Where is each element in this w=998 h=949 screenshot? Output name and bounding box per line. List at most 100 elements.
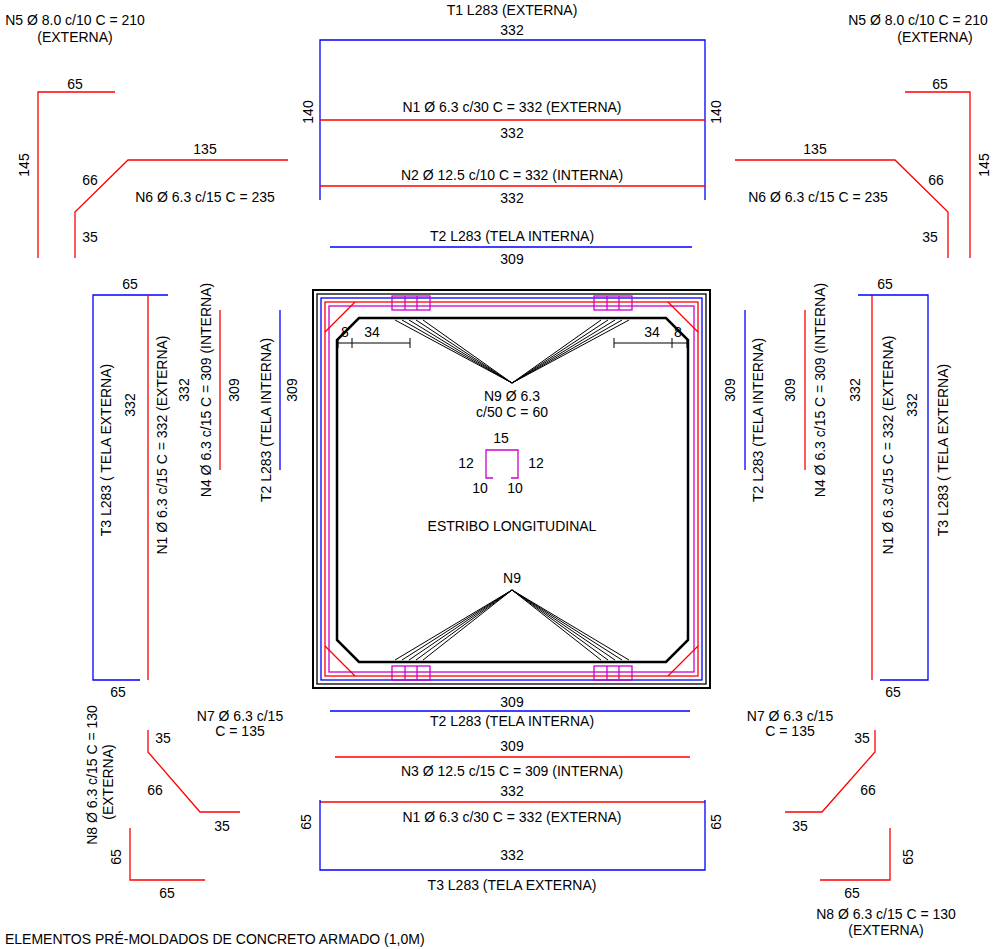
dimension-label: N1 Ø 6.3 c/15 C = 332 (EXTERNA) <box>155 335 169 554</box>
dimension-label: 309 <box>723 378 737 401</box>
dimension-label: 332 <box>500 126 523 140</box>
rebar-n5 <box>905 92 970 258</box>
dimension-label: 12 <box>528 456 544 470</box>
dimension-label: 65 <box>932 77 948 91</box>
rebar-outline <box>325 302 698 676</box>
dimension-label: T3 L283 (TELA EXTERNA) <box>428 878 597 892</box>
rebar-outline <box>329 306 694 672</box>
inner-octagon <box>337 318 688 662</box>
dimension-label: ELEMENTOS PRÉ-MOLDADOS DE CONCRETO ARMAD… <box>5 932 425 946</box>
dimension-label: (EXTERNA) <box>101 744 115 819</box>
n9-fans <box>395 320 629 660</box>
mesh-t3 <box>93 295 168 680</box>
dimension-label: 35 <box>854 731 870 745</box>
dimension-label: 332 <box>848 378 862 401</box>
dimension-label: 66 <box>860 783 876 797</box>
stirrup-blocks <box>392 296 632 680</box>
dimension-label: 65 <box>67 77 83 91</box>
stirrup-block <box>404 666 405 680</box>
dimension-label: 8 <box>341 325 349 339</box>
dimension-line <box>338 338 410 348</box>
dimension-label: N3 Ø 12.5 c/15 C = 309 (INTERNA) <box>401 764 623 778</box>
dimension-label: 65 <box>901 849 915 865</box>
dimension-label: 332 <box>500 23 523 37</box>
mesh-t3 <box>320 800 705 870</box>
dimension-label: 309 <box>285 378 299 401</box>
dimension-label: 309 <box>500 252 523 266</box>
dimension-label: T1 L283 (EXTERNA) <box>447 3 578 17</box>
n9-fan <box>512 590 629 660</box>
dimension-label: 65 <box>122 277 138 291</box>
dimension-label: T2 L283 (TELA INTERNA) <box>430 229 594 243</box>
dimension-label: N1 Ø 6.3 c/30 C = 332 (EXTERNA) <box>402 810 621 824</box>
dimension-label: 145 <box>17 153 31 176</box>
dimension-label: 65 <box>844 886 860 900</box>
dimension-label: 35 <box>792 819 808 833</box>
dimension-label: (EXTERNA) <box>897 30 972 44</box>
dimension-label: 65 <box>109 849 123 865</box>
dimension-label: 10 <box>507 481 523 495</box>
mesh-t2 <box>330 710 690 711</box>
dimension-label: N9 Ø 6.3 <box>484 389 540 403</box>
dimension-label: 8 <box>674 325 682 339</box>
dimension-label: 65 <box>885 685 901 699</box>
dimension-label: N7 Ø 6.3 c/15 <box>197 709 283 723</box>
dimension-label: 140 <box>709 100 723 123</box>
rebar-n1 <box>320 801 705 802</box>
rebar-n8 <box>820 828 890 880</box>
stirrup-block <box>416 666 417 680</box>
stirrup-block <box>606 666 607 680</box>
dimension-label: 135 <box>193 142 216 156</box>
dimension-label: 34 <box>644 325 660 339</box>
dimension-label: N8 Ø 6.3 c/15 C = 130 <box>85 705 99 845</box>
dimension-lines <box>338 338 687 348</box>
dimension-label: N1 Ø 6.3 c/30 C = 332 (EXTERNA) <box>402 100 621 114</box>
stirrup-symbol <box>486 450 518 478</box>
dimension-label: 66 <box>928 173 944 187</box>
mesh-t1 <box>320 40 705 200</box>
stirrup-block <box>392 296 430 310</box>
dimension-label: 309 <box>227 378 241 401</box>
stirrup-block <box>618 666 619 680</box>
dimension-label: 65 <box>299 814 313 830</box>
dimension-label: c/50 C = 60 <box>476 405 548 419</box>
rebar-n6 <box>735 160 948 258</box>
dimension-label: 35 <box>214 819 230 833</box>
rebar-n3 <box>335 756 690 757</box>
mesh-t2 <box>279 310 280 470</box>
dimension-label: 332 <box>177 378 191 401</box>
rebar-n4 <box>219 310 220 470</box>
mesh-outline <box>321 298 702 680</box>
dimension-label: T3 L283 ( TELA EXTERNA) <box>936 364 950 536</box>
dimension-line <box>614 338 687 348</box>
dimension-label: 65 <box>159 886 175 900</box>
dimension-label: 65 <box>709 814 723 830</box>
stirrup-block <box>416 296 417 310</box>
dimension-label: (EXTERNA) <box>848 923 923 937</box>
dimension-label: 145 <box>977 153 991 176</box>
dimension-label: 10 <box>472 481 488 495</box>
dimension-label: (EXTERNA) <box>37 30 112 44</box>
dimension-label: N1 Ø 6.3 c/15 C = 332 (EXTERNA) <box>881 335 895 554</box>
rebar-n4 <box>804 310 805 470</box>
rebar-n7 <box>785 730 875 812</box>
corner-bar <box>668 646 698 676</box>
rebar-n2 <box>320 185 705 186</box>
mesh-t3 <box>858 295 928 680</box>
rebar-n8 <box>130 828 205 880</box>
dimension-label: 332 <box>123 393 137 416</box>
dimension-label: 35 <box>155 731 171 745</box>
dimension-label: 35 <box>82 230 98 244</box>
dimension-label: N5 Ø 8.0 c/10 C = 210 <box>5 13 145 27</box>
dimension-label: T2 L283 (TELA INTERNA) <box>259 338 273 502</box>
rebar-n1 <box>320 119 705 120</box>
rebar-n1 <box>871 295 872 680</box>
dimension-label: 65 <box>110 685 126 699</box>
dimension-label: 135 <box>803 142 826 156</box>
dimension-label: N6 Ø 6.3 c/15 C = 235 <box>748 190 888 204</box>
dimension-label: 66 <box>147 783 163 797</box>
dimension-label: N4 Ø 6.3 c/15 C = 309 (INTERNA) <box>199 283 213 497</box>
